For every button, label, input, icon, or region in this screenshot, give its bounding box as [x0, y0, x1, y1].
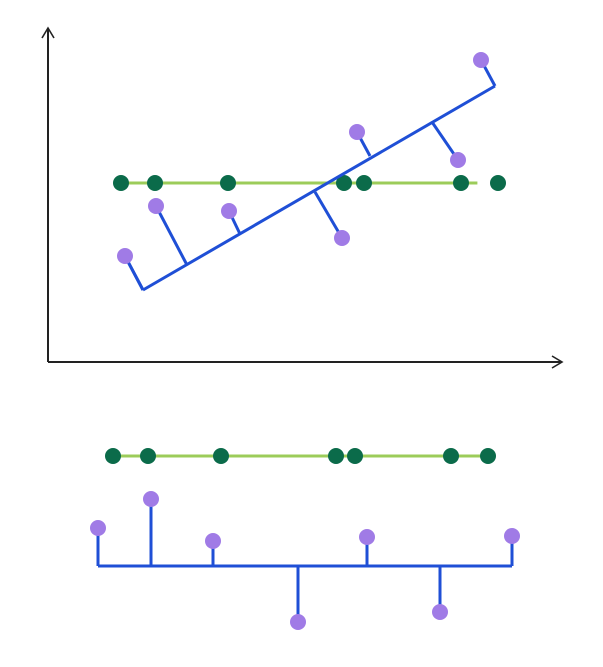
top-projected-point-0 — [113, 175, 129, 191]
bottom-axis-group — [96, 499, 514, 622]
top-data-point-0 — [117, 248, 133, 264]
top-data-point-1 — [148, 198, 164, 214]
bottom-data-point-0 — [90, 520, 106, 536]
bottom-data-point-1 — [143, 491, 159, 507]
bottom-projected-point-1 — [140, 448, 156, 464]
bottom-projected-point-5 — [443, 448, 459, 464]
bottom-data-point-2 — [205, 533, 221, 549]
top-projected-point-5 — [453, 175, 469, 191]
bottom-data-point-6 — [504, 528, 520, 544]
bottom-projected-point-3 — [328, 448, 344, 464]
bottom-data-point-5 — [432, 604, 448, 620]
top-projected-point-6 — [490, 175, 506, 191]
top-data-point-6 — [473, 52, 489, 68]
bottom-projected-point-0 — [105, 448, 121, 464]
top-fit-group — [123, 84, 496, 292]
top-data-point-4 — [349, 124, 365, 140]
top-points-group — [117, 52, 489, 264]
top-projection-stem-1 — [154, 205, 189, 266]
top-projection-stem-3 — [313, 191, 344, 239]
top-axes — [41, 26, 564, 369]
top-projected-point-4 — [356, 175, 372, 191]
top-baseline-group — [113, 175, 506, 191]
top-projected-point-3 — [336, 175, 352, 191]
top-data-point-5 — [450, 152, 466, 168]
bottom-data-point-3 — [290, 614, 306, 630]
top-projected-point-2 — [220, 175, 236, 191]
top-data-point-2 — [221, 203, 237, 219]
bottom-projected-point-6 — [480, 448, 496, 464]
bottom-data-point-4 — [359, 529, 375, 545]
top-projected-point-1 — [147, 175, 163, 191]
bottom-projected-point-4 — [347, 448, 363, 464]
bottom-projected-point-2 — [213, 448, 229, 464]
bottom-points-group — [90, 491, 520, 630]
top-data-point-3 — [334, 230, 350, 246]
principal-axis-line — [142, 84, 496, 292]
top-stems-group — [123, 59, 497, 291]
bottom-baseline-group — [105, 448, 496, 464]
